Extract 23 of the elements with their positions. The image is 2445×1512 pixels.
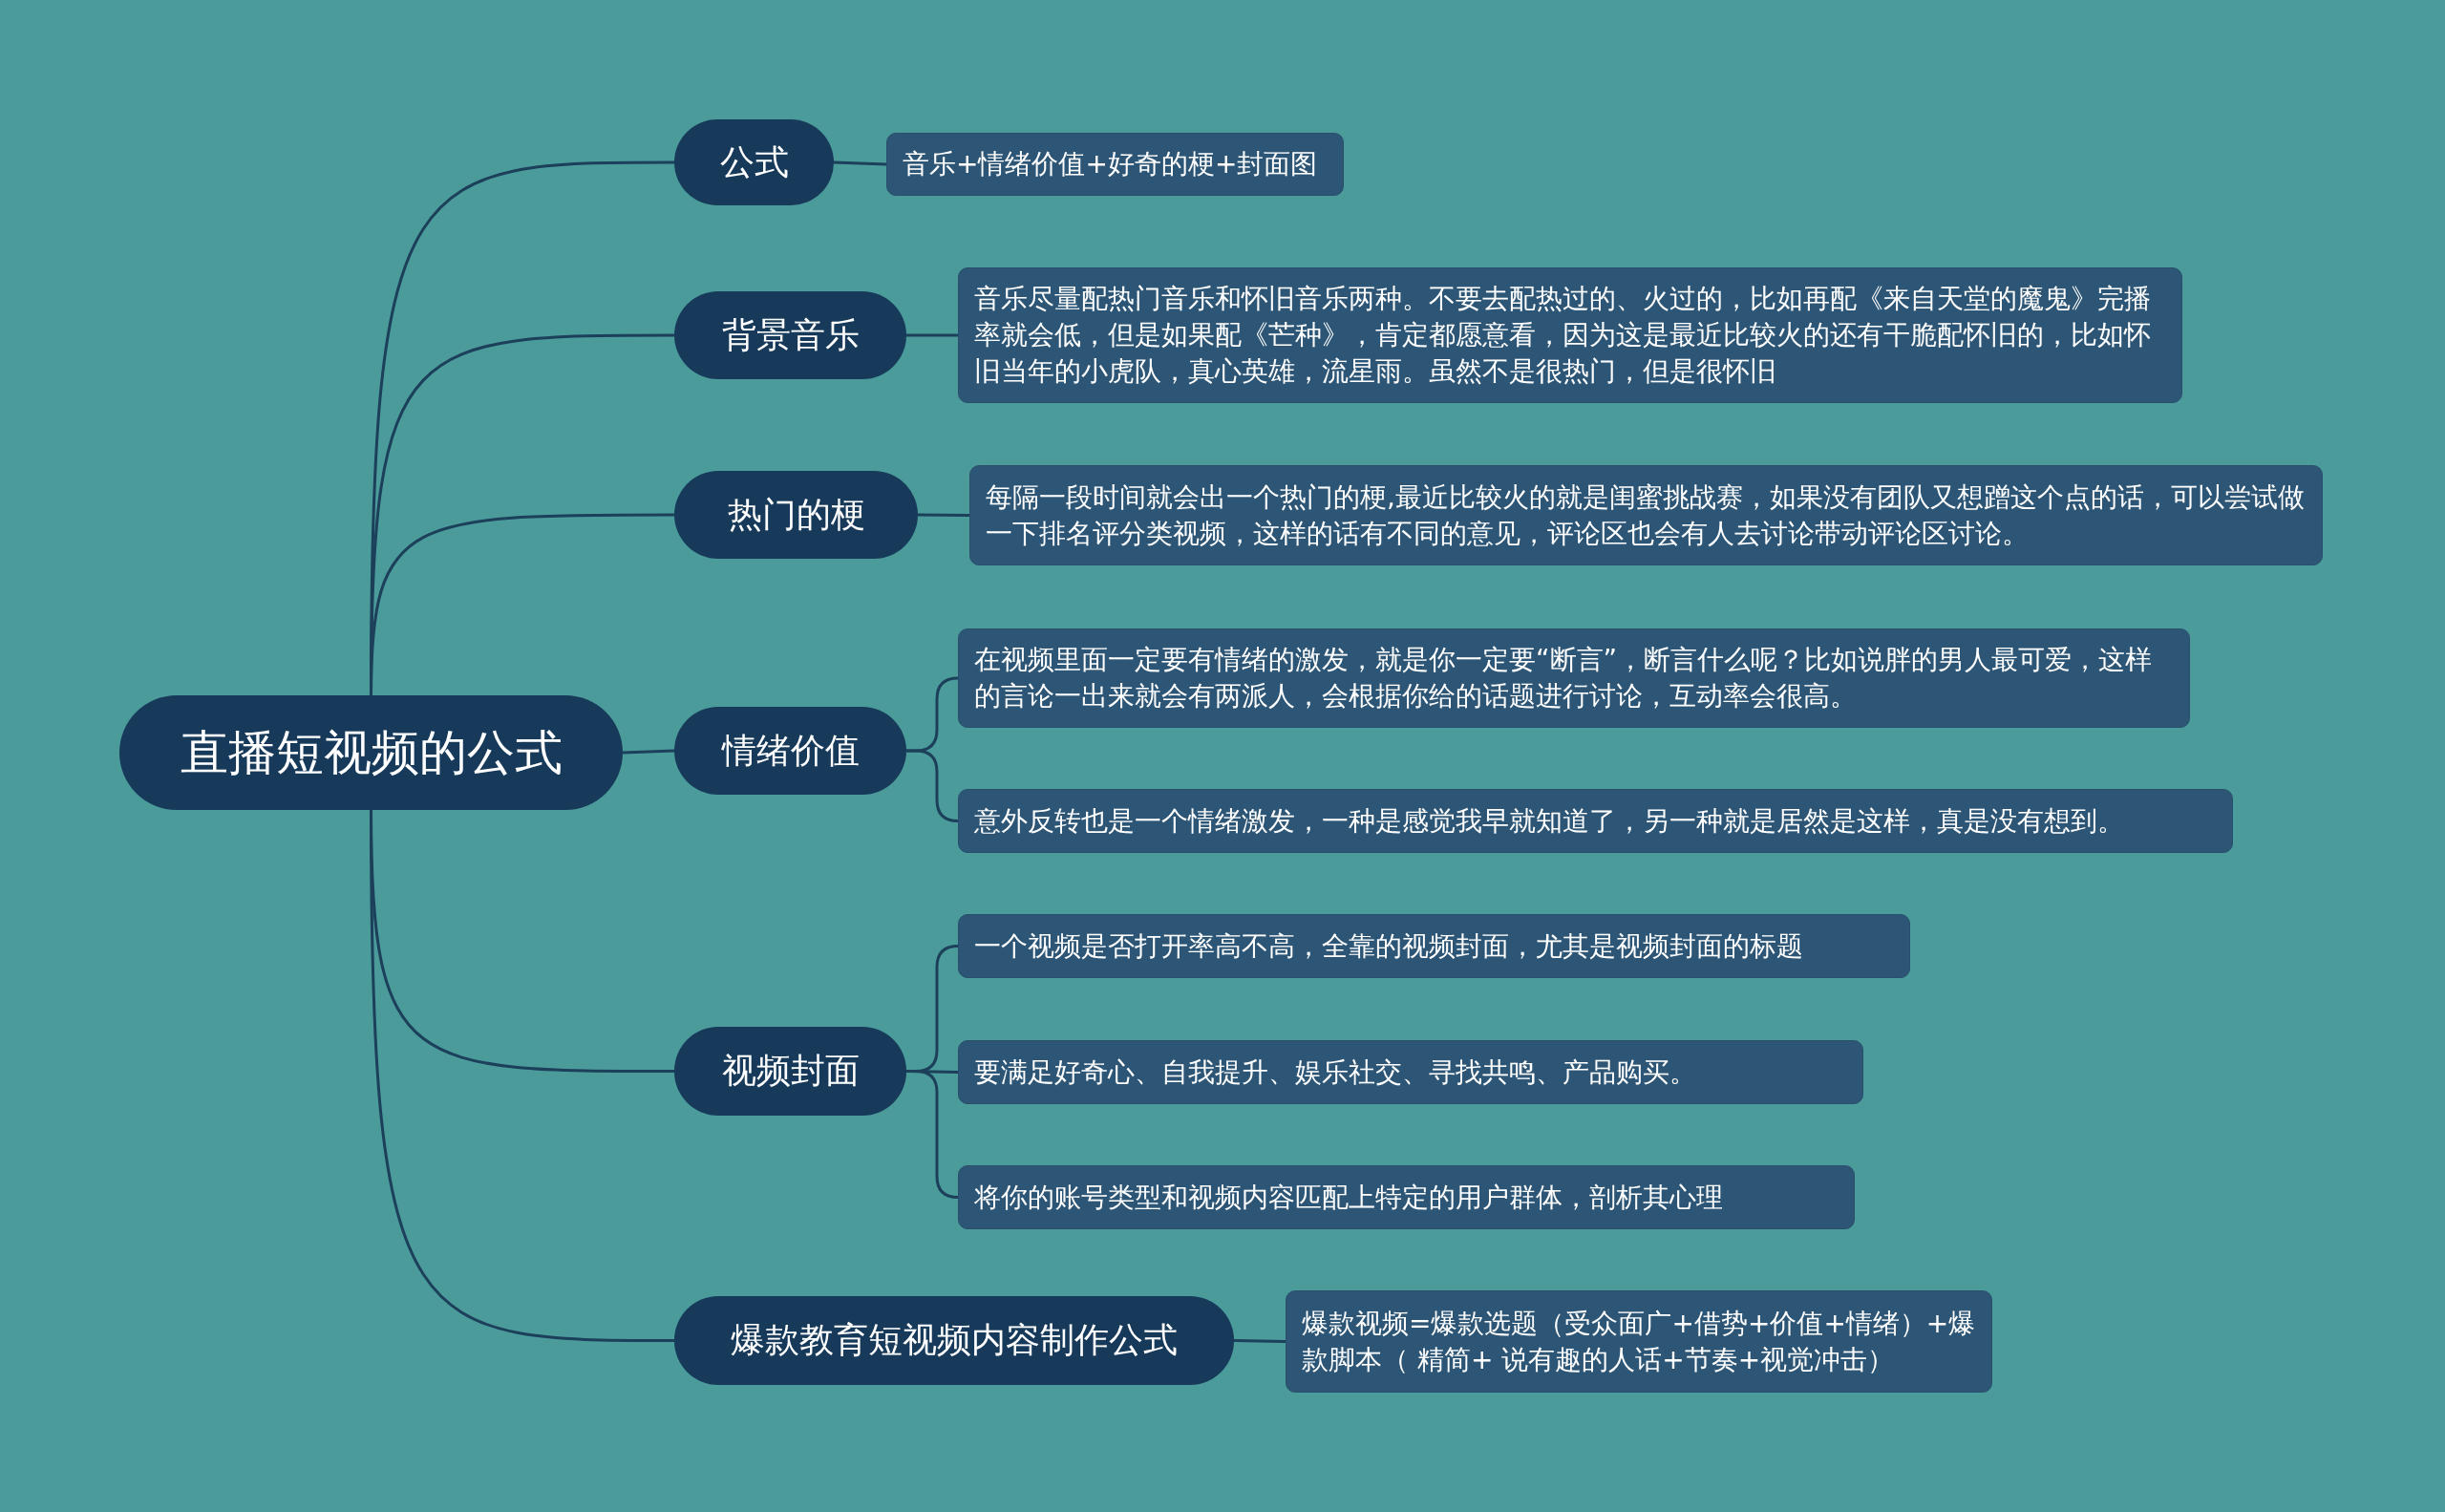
connector-line: [833, 160, 887, 166]
note-box: 每隔一段时间就会出一个热门的梗,最近比较火的就是闺蜜挑战赛，如果没有团队又想蹭这个点的话，可以尝试做一下排名评分类视频，这样的话有不同的意见，评论区也会有人去讨论带动评论区讨论。: [969, 465, 2323, 565]
connector-line: [918, 513, 969, 517]
note-box: 要满足好奇心、自我提升、娱乐社交、寻找共鸣、产品购买。: [958, 1040, 1863, 1104]
connector-line: [1233, 1339, 1286, 1343]
branch-topic: 公式: [674, 119, 834, 205]
connector-line: [622, 749, 675, 755]
connector-line: [906, 333, 958, 337]
note-box: 意外反转也是一个情绪激发，一种是感觉我早就知道了，另一种就是居然是这样，真是没有想到。: [958, 789, 2233, 853]
note-box: 一个视频是否打开率高不高，全靠的视频封面，尤其是视频封面的标题: [958, 914, 1910, 978]
note-box: 音乐尽量配热门音乐和怀旧音乐两种。不要去配热过的、火过的，比如再配《来自天堂的魔鬼》完播率就会低，但是如果配《芒种》，肯定都愿意看，因为这是最近比较火的还有干脆配怀旧的，比如怀旧当年的小虎队，真心英雄，流星雨。虽然不是很热门，但是很怀旧: [958, 267, 2182, 403]
note-box: 爆款视频=爆款选题（受众面广+借势+价值+情绪）+爆款脚本（ 精简+ 说有趣的人话+节奏+视觉冲击）: [1286, 1290, 1992, 1393]
note-box: 音乐+情绪价值+好奇的梗+封面图: [886, 133, 1344, 196]
central-topic: 直播短视频的公式: [119, 695, 623, 810]
connector-line: [906, 749, 959, 822]
branch-topic: 爆款教育短视频内容制作公式: [674, 1296, 1234, 1385]
connector-line: [906, 1070, 959, 1199]
branch-topic: 视频封面: [674, 1027, 906, 1116]
branch-topic: 热门的梗: [674, 471, 918, 559]
branch-topic: 情绪价值: [674, 707, 906, 795]
note-box: 将你的账号类型和视频内容匹配上特定的用户群体，剖析其心理: [958, 1165, 1855, 1229]
note-box: 在视频里面一定要有情绪的激发，就是你一定要“断言”，断言什么呢？比如说胖的男人最可爱，这样的言论一出来就会有两派人，会根据你给的话题进行讨论，互动率会很高。: [958, 628, 2190, 728]
branch-topic: 背景音乐: [674, 291, 906, 379]
